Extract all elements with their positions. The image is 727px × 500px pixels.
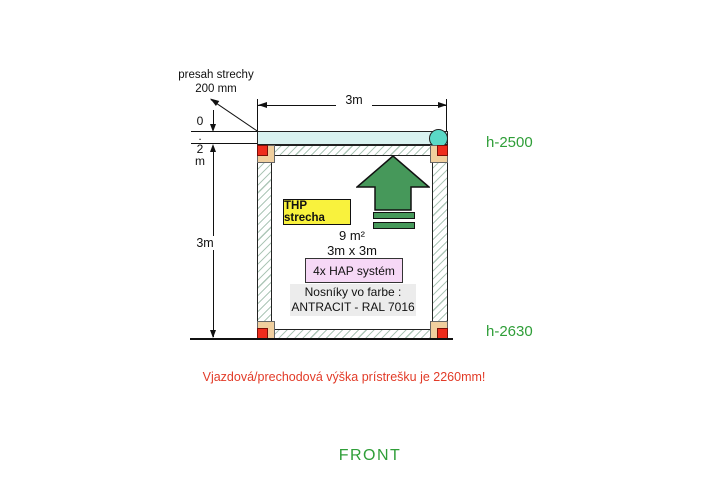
up-arrow-icon bbox=[356, 155, 430, 211]
roof-panel bbox=[257, 131, 448, 145]
roof-dim-arrow-down-icon bbox=[210, 124, 216, 132]
overhang-label-line1: presah strechy bbox=[178, 69, 254, 81]
roof-dim-line-above bbox=[213, 110, 214, 126]
hap-system-box-label: 4x HAP systém bbox=[313, 263, 395, 278]
left-dim-arrow-down-icon bbox=[210, 330, 216, 338]
top-dim-arrow-right-icon bbox=[438, 102, 447, 109]
height-label-bottom: h-2630 bbox=[486, 323, 533, 340]
beam-color-line2: ANTRACIT - RAL 7016 bbox=[291, 300, 415, 314]
beam-color-box: Nosníky vo farbe : ANTRACIT - RAL 7016 bbox=[290, 284, 416, 316]
ground-line bbox=[190, 338, 453, 340]
vent-bar-2 bbox=[373, 222, 415, 229]
thp-roof-box-label: THP strecha bbox=[284, 200, 325, 224]
height-label-top: h-2500 bbox=[486, 134, 533, 151]
hap-system-box: 4x HAP systém bbox=[305, 258, 403, 283]
overhang-leader-arrow-icon bbox=[208, 95, 220, 106]
roof-dim-ext-lower bbox=[191, 143, 257, 144]
top-dim-arrow-left-icon bbox=[258, 102, 267, 109]
roof-thickness-char-0: 0 bbox=[196, 114, 204, 128]
left-dim-arrow-up-icon bbox=[210, 144, 216, 152]
corner-bracket-top-left bbox=[257, 145, 268, 156]
overhang-leader-line bbox=[208, 95, 262, 135]
vent-bar-1 bbox=[373, 212, 415, 219]
top-dim-label: 3m bbox=[336, 93, 372, 107]
clearance-warning: Vjazdová/prechodová výška prístrešku je … bbox=[202, 370, 486, 384]
corner-bracket-top-right bbox=[437, 145, 448, 156]
area-label: 9 m² bbox=[339, 228, 365, 243]
view-label: FRONT bbox=[338, 447, 402, 464]
footprint-label: 3m x 3m bbox=[327, 243, 377, 258]
roof-thickness-char-3: m bbox=[195, 154, 205, 168]
overhang-label: presah strechy 200 mm bbox=[166, 68, 266, 96]
roof-thickness-char-2: 2 bbox=[196, 142, 204, 156]
top-dim-ext-left bbox=[257, 99, 258, 132]
thp-roof-box: THP strecha bbox=[283, 199, 351, 225]
beam-color-line1: Nosníky vo farbe : bbox=[304, 285, 402, 299]
left-dim-label: 3m bbox=[193, 236, 217, 250]
roof-thickness-char-1: . bbox=[198, 129, 202, 143]
top-dim-ext-right bbox=[446, 99, 447, 132]
roof-dim-ext-upper bbox=[191, 131, 257, 132]
overhang-label-line2: 200 mm bbox=[195, 83, 237, 95]
